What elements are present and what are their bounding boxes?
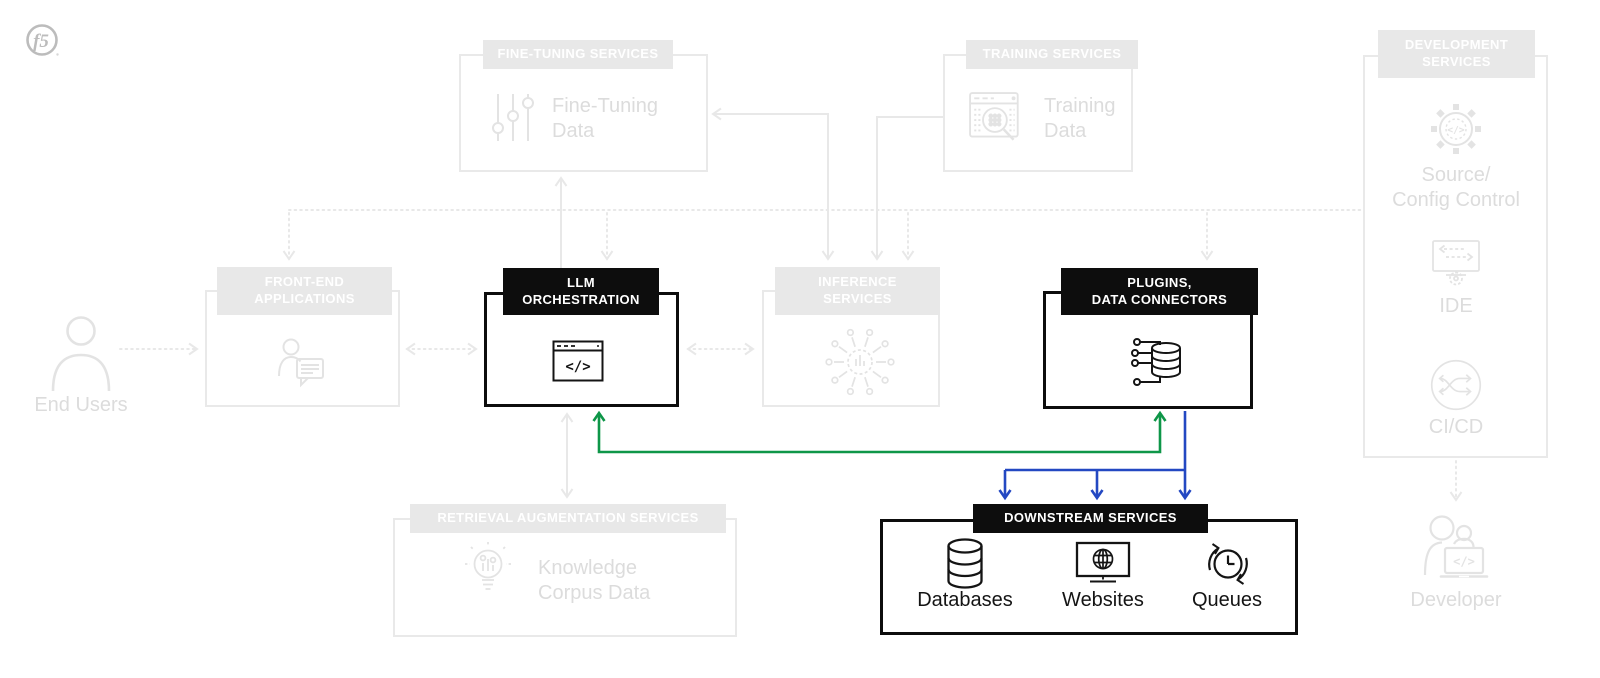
fine-tuning-services-header: FINE-TUNING SERVICES bbox=[483, 40, 673, 69]
plugins-data-connectors-header: PLUGINS, DATA CONNECTORS bbox=[1061, 268, 1258, 315]
ide-icon bbox=[1428, 238, 1484, 288]
front-end-applications-header: FRONT-END APPLICATIONS bbox=[217, 267, 392, 315]
retrieval-augmentation-box bbox=[393, 518, 737, 637]
downstream-services-header: DOWNSTREAM SERVICES bbox=[973, 504, 1208, 533]
training-to-inference-elbow-arrow bbox=[870, 116, 943, 261]
svg-text:</>: </> bbox=[565, 359, 590, 375]
data-connector-icon bbox=[1130, 336, 1186, 388]
cicd-label: CI/CD bbox=[1428, 416, 1484, 438]
svg-text:</>: </> bbox=[1447, 125, 1464, 136]
developer-icon: </> bbox=[1415, 513, 1497, 585]
f5-logo: f5 bbox=[25, 23, 61, 59]
developer-label: Developer bbox=[1410, 589, 1502, 611]
ide-label: IDE bbox=[1439, 295, 1473, 317]
development-services-header: DEVELOPMENT SERVICES bbox=[1378, 30, 1535, 78]
llm-orchestration-header: LLM ORCHESTRATION bbox=[503, 268, 659, 315]
f5-logo-text: f5 bbox=[33, 31, 49, 52]
faded-dotted-connectors bbox=[119, 209, 1463, 502]
knowledge-bulb-icon bbox=[460, 538, 516, 598]
plugins-llm-green-connector bbox=[592, 410, 1167, 454]
queues-label: Queues bbox=[1191, 589, 1263, 611]
inference-finetuning-elbow-arrow bbox=[711, 107, 835, 261]
training-services-header: TRAINING SERVICES bbox=[966, 40, 1138, 69]
knowledge-corpus-label: Knowledge Corpus Data bbox=[538, 557, 651, 604]
gear-code-icon: </> bbox=[1427, 100, 1485, 158]
svg-text:</>: </> bbox=[1453, 555, 1475, 569]
neural-hub-icon bbox=[822, 324, 898, 400]
websites-label: Websites bbox=[1062, 589, 1144, 611]
retrieval-augmentation-header: RETRIEVAL AUGMENTATION SERVICES bbox=[410, 504, 726, 533]
databases-label: Databases bbox=[917, 589, 1013, 611]
fine-tuning-services-box bbox=[459, 54, 708, 172]
database-icon bbox=[943, 537, 987, 591]
queues-icon bbox=[1199, 536, 1255, 592]
source-config-label: Source/ Config Control bbox=[1392, 164, 1520, 211]
fine-tuning-data-label: Fine-Tuning Data bbox=[552, 95, 658, 142]
inference-services-header: INFERENCE SERVICES bbox=[775, 267, 940, 315]
chat-user-icon bbox=[272, 334, 328, 390]
website-icon bbox=[1075, 541, 1131, 587]
end-user-person-icon bbox=[45, 314, 117, 392]
end-users-label: End Users bbox=[34, 394, 128, 416]
browser-code-icon: </> bbox=[552, 340, 604, 382]
plugins-downstream-blue-connector bbox=[998, 411, 1192, 501]
training-data-label: Training Data bbox=[1044, 95, 1116, 142]
cicd-icon bbox=[1428, 357, 1484, 413]
sliders-icon bbox=[490, 91, 536, 141]
table-magnifier-icon bbox=[968, 90, 1026, 148]
